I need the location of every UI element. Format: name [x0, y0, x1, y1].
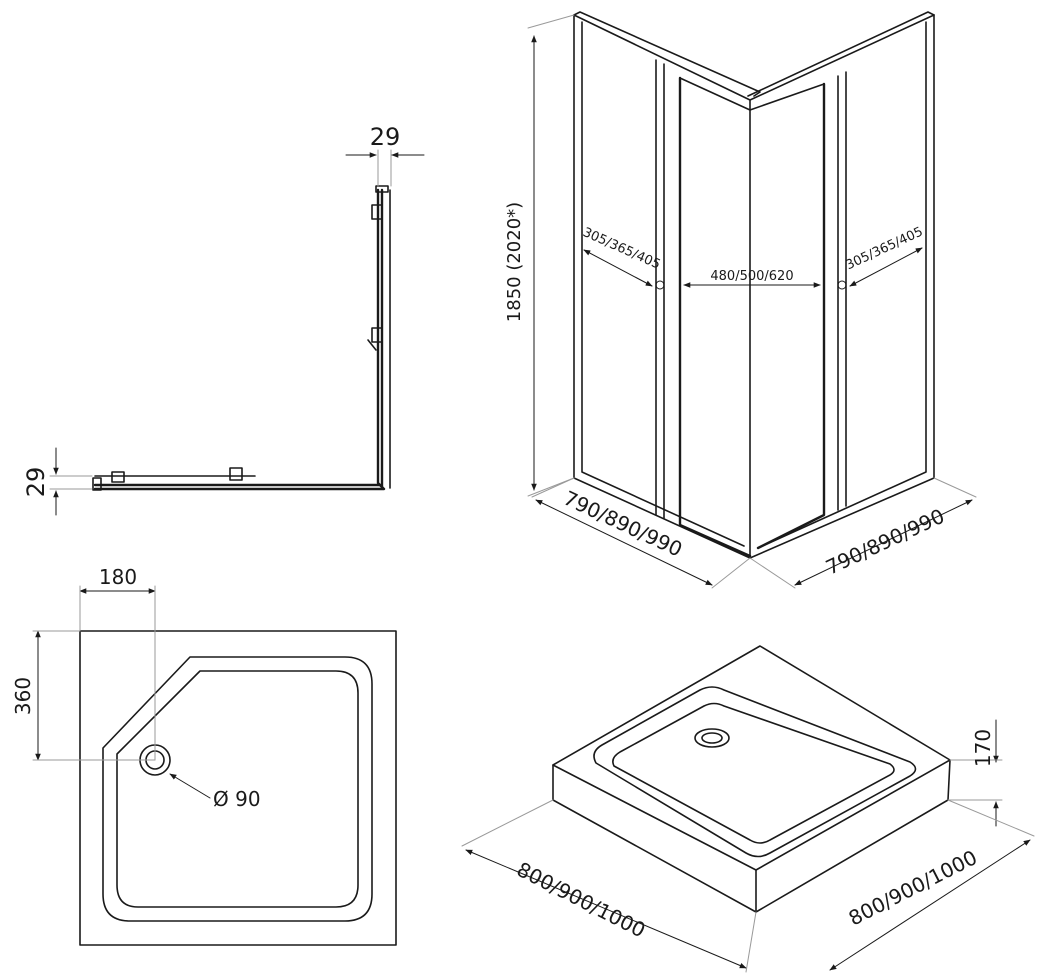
dim-ext-base-center-a — [711, 557, 751, 589]
dim-right-panel: 305/365/405 — [844, 224, 926, 273]
dim-29-top: 29 — [370, 123, 401, 151]
tray-outline — [79, 630, 397, 946]
dim-tray-height: 170 — [971, 729, 995, 767]
dim-base-right: 790/890/990 — [822, 504, 948, 580]
tray-top-face — [552, 645, 951, 871]
rail-end-cap-left — [92, 477, 102, 491]
dim-base-left: 790/890/990 — [560, 486, 686, 562]
dim-ext-tray-right — [947, 799, 1035, 837]
dim-ext-base-center-b — [749, 557, 796, 589]
door-right-frame — [756, 82, 826, 550]
enclosure-right-wall — [749, 14, 935, 559]
dim-tray-right: 800/900/1000 — [845, 845, 981, 930]
handle-detail — [367, 339, 377, 351]
dim-ext-tray-left-b — [745, 911, 757, 973]
dim-line-right-panel — [849, 247, 923, 287]
dim-29-left: 29 — [22, 467, 50, 498]
tray-drain-outer — [694, 728, 730, 748]
door-handle-left — [655, 280, 665, 290]
left-top-rail — [573, 11, 761, 97]
dim-line-left-panel — [583, 249, 653, 287]
tray-basin-outer — [102, 656, 373, 922]
dim-ext-height-top — [527, 14, 575, 29]
door-handle-right — [837, 280, 847, 290]
dim-line-tray-right — [829, 839, 1031, 971]
roller-top — [371, 204, 383, 220]
dim-line-tray-left — [465, 849, 747, 969]
tray-drain-inner — [701, 732, 723, 744]
tray-basin-outer-iso — [593, 686, 917, 858]
left-wall-inner — [581, 21, 745, 547]
tray-isometric: 170 800/900/1000 800/900/1000 — [461, 645, 1035, 973]
roller-mid — [371, 327, 383, 343]
drain-leader — [169, 773, 211, 799]
right-top-rail — [747, 11, 935, 97]
dim-drain: Ø 90 — [213, 787, 261, 811]
dim-height: 1850 (2020*) — [504, 202, 525, 322]
dim-offset-x: 180 — [99, 565, 137, 589]
door-top-frame — [679, 77, 825, 111]
enclosure-isometric: 1850 (2020*) 305/365/405 480/500/620 305… — [504, 11, 977, 589]
dim-offset-y: 360 — [11, 677, 35, 715]
dim-ext-tray-left-a — [461, 799, 554, 847]
tray-plan: Ø 90 180 360 — [11, 565, 397, 946]
tray-basin-inner-iso — [612, 702, 895, 844]
rail-end-cap-top — [375, 185, 389, 193]
dim-line-base-left — [535, 499, 713, 586]
horizontal-profile — [93, 483, 386, 491]
dim-door: 480/500/620 — [710, 269, 793, 284]
top-view-plan: 29 29 — [22, 123, 425, 516]
dim-line-base-right — [794, 499, 973, 586]
roller-right — [229, 467, 243, 481]
enclosure-left-wall — [573, 14, 751, 559]
dim-ext-base-left — [531, 477, 575, 498]
dim-left-panel: 305/365/405 — [580, 225, 662, 273]
roller-left — [111, 471, 125, 483]
door-left-frame — [678, 76, 752, 558]
dim-ext-base-right — [933, 477, 977, 498]
tray-basin-inner — [116, 670, 359, 908]
dim-tray-left: 800/900/1000 — [513, 857, 649, 942]
